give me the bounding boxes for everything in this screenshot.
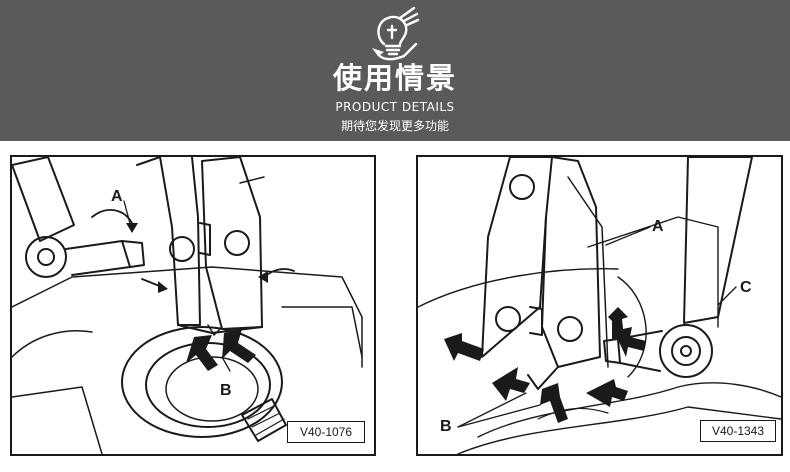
page-tagline: 期待您发现更多功能 (340, 119, 449, 133)
figure-right: A C B V40-1343 (416, 155, 783, 456)
label-b: B (220, 382, 232, 399)
page-title: 使用情景 (332, 61, 457, 95)
figure-ref-code: V40-1343 (700, 420, 776, 442)
header-banner: 使用情景 PRODUCT DETAILS 期待您发现更多功能 (0, 0, 790, 141)
page-subtitle: PRODUCT DETAILS (335, 100, 455, 114)
tool-illustration-right (418, 157, 781, 454)
label-b: B (440, 418, 452, 435)
label-c: C (740, 279, 752, 296)
tool-illustration-left (12, 157, 363, 454)
lightbulb-hand-icon (372, 6, 420, 61)
figure-ref-code: V40-1076 (287, 421, 365, 443)
label-a: A (652, 218, 664, 235)
figure-left: A B V40-1076 (10, 155, 376, 456)
label-a: A (111, 188, 123, 205)
